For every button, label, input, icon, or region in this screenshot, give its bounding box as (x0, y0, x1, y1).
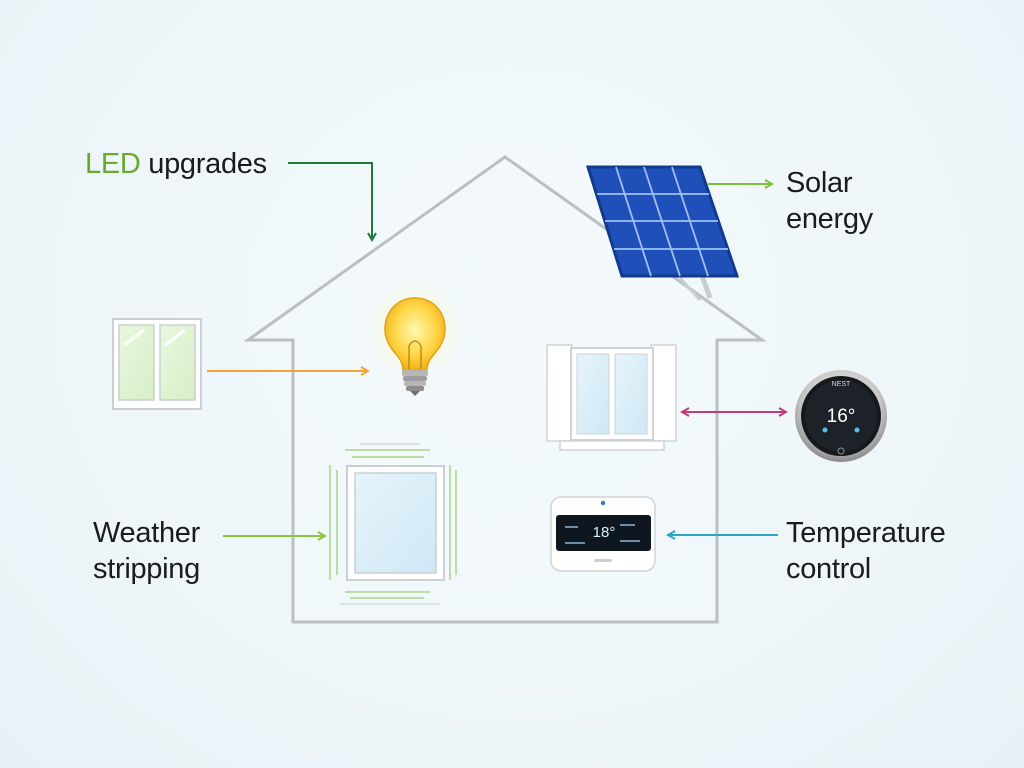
label-led-rest: upgrades (140, 148, 267, 180)
lightbulb-icon (367, 282, 463, 396)
thermostat-round-brand: NEST (832, 381, 851, 388)
label-solar-energy: Solar energy (786, 165, 873, 237)
label-led-accent: LED (85, 148, 141, 180)
label-led-upgrades: LED upgrades (85, 146, 267, 182)
window-weather-stripped (329, 443, 457, 605)
label-temperature-line2: control (786, 553, 871, 585)
thermostat-panel-temp: 18° (593, 524, 616, 541)
label-weather-line2: stripping (93, 553, 200, 585)
label-temperature-line1: Temperature (786, 517, 946, 549)
solar-panel (585, 165, 740, 302)
arrow-led (288, 162, 372, 240)
thermostat-panel: 18° (550, 496, 656, 572)
window-left-outside (112, 318, 202, 410)
label-weather-line1: Weather (93, 517, 200, 549)
label-temperature-control: Temperature control (786, 515, 946, 587)
label-solar-line1: Solar (786, 167, 853, 199)
thermostat-round: NEST 16° (795, 370, 887, 462)
window-shuttered (546, 344, 677, 451)
arrows (207, 162, 786, 536)
label-solar-line2: energy (786, 203, 873, 235)
label-weather-stripping: Weather stripping (93, 515, 200, 587)
thermostat-round-temp: 16° (827, 406, 856, 427)
